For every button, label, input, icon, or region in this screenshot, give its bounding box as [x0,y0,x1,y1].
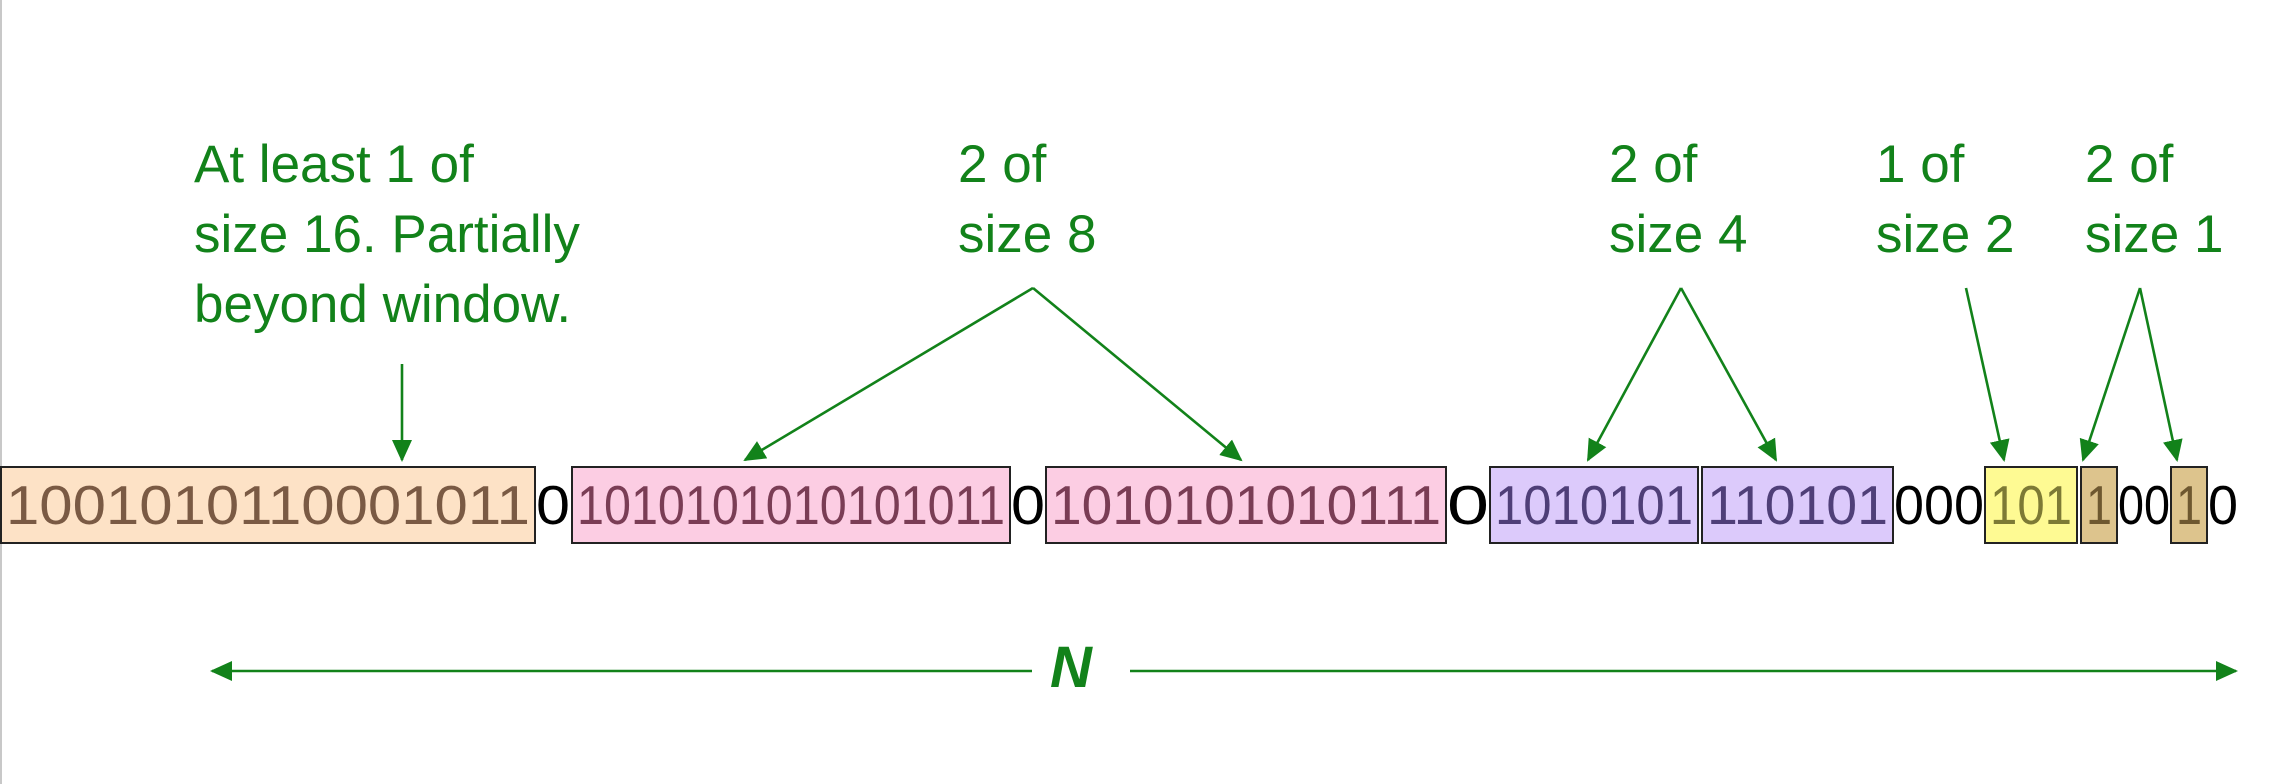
size-8-bucket-b-bits: 1010101010111 [1051,474,1442,536]
size-8-bucket-a-bits: 1010101010101011 [577,474,1005,536]
label-size8-line1: 2 of [958,135,1047,194]
label-size2-line1: 1 of [1876,135,1965,194]
size-2-bucket-box [1984,466,2078,544]
size-4-bucket-b-bits: 110101 [1707,474,1888,536]
label-size1-line1: 2 of [2085,135,2174,194]
size-16-bucket-box [0,466,536,544]
label-size16-line1: At least 1 of [194,135,474,194]
size-16-bucket-bits: 1001010110001011 [6,474,530,536]
label-size2-line2: size 2 [1876,205,2015,264]
size-8-bucket-a-box [571,466,1011,544]
label-size16-line2: size 16. Partially [194,205,580,264]
size-1-bucket-a-box [2080,466,2118,544]
size-1-bucket-b-box [2170,466,2208,544]
size-4-bucket-a-bits: 1010101 [1495,474,1694,536]
size-4-bucket-b-box [1701,466,1894,544]
window-size-label: N [1050,635,1092,700]
size-8-bucket-b-box [1045,466,1447,544]
size-2-bucket-bits: 101 [1990,474,2073,536]
label-size8: 2 of size 8 [958,130,1096,270]
arrow-size1-right [2138,287,2183,462]
arrow-size4-left [1586,287,1683,462]
plain-bits: 00 [2118,474,2170,536]
plain-bits: 0 [536,474,570,536]
arrow-size1-left [2079,287,2142,462]
arrow-size2 [1964,287,2010,462]
label-size8-line2: size 8 [958,205,1097,264]
arrow-size8-left [743,286,1034,462]
arrow-size4-right [1679,287,1778,462]
label-size16: At least 1 of size 16. Partially beyond … [194,130,580,340]
label-size16-line3: beyond window. [194,275,572,334]
arrow-size8-right [1032,286,1243,462]
label-size4-line1: 2 of [1609,135,1698,194]
size-1-bucket-a-bits: 1 [2086,474,2112,536]
size-1-bucket-b-bits: 1 [2176,474,2202,536]
label-size2: 1 of size 2 [1876,130,2014,270]
plain-bits: 0 [1011,474,1045,536]
slide-left-edge [0,0,2,784]
label-size4-line2: size 4 [1609,205,1748,264]
plain-bits: 0 [2208,474,2239,536]
label-size1: 2 of size 1 [2085,130,2223,270]
size-4-bucket-a-box [1489,466,1699,544]
plain-bits: 000 [1894,474,1985,536]
label-size1-line2: size 1 [2085,205,2224,264]
plain-bits: 0 [1447,474,1489,536]
label-size4: 2 of size 4 [1609,130,1747,270]
